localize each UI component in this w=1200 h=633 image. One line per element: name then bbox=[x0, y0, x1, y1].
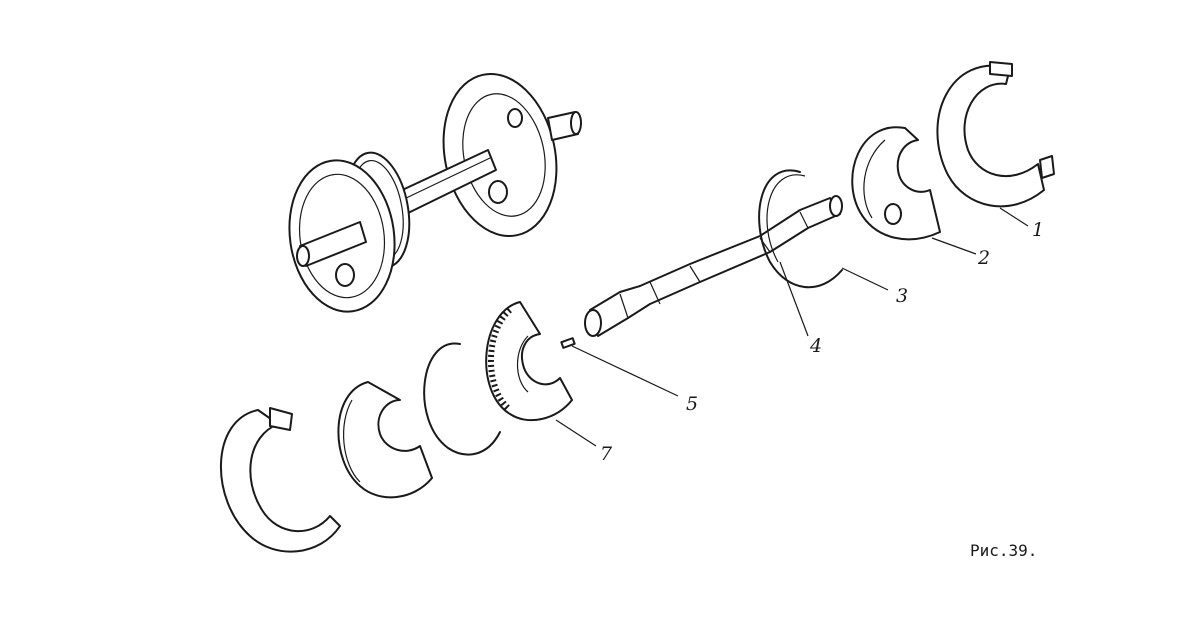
bearing-shell-right bbox=[851, 126, 941, 241]
gear-part bbox=[485, 301, 573, 422]
label-4: 4 bbox=[809, 335, 822, 357]
outer-ring-right bbox=[936, 61, 1055, 208]
outer-ring-left bbox=[220, 407, 341, 553]
assembled-shaft-unit bbox=[288, 72, 582, 313]
part-labels: 1 2 3 4 5 7 bbox=[600, 219, 1044, 465]
figure-caption: Рис.39. bbox=[970, 541, 1037, 560]
label-1: 1 bbox=[1032, 219, 1044, 241]
retaining-ring-right bbox=[758, 169, 843, 289]
label-5: 5 bbox=[686, 393, 698, 415]
label-2: 2 bbox=[977, 247, 990, 269]
rear-flange-disk bbox=[442, 72, 582, 238]
retaining-ring-left bbox=[423, 342, 501, 456]
label-3: 3 bbox=[896, 285, 908, 307]
leader-lines bbox=[555, 207, 1029, 447]
front-flange-disk bbox=[288, 159, 396, 313]
bearing-shell-left bbox=[337, 381, 433, 499]
exploded-shaft bbox=[560, 195, 843, 349]
label-7: 7 bbox=[600, 443, 613, 465]
